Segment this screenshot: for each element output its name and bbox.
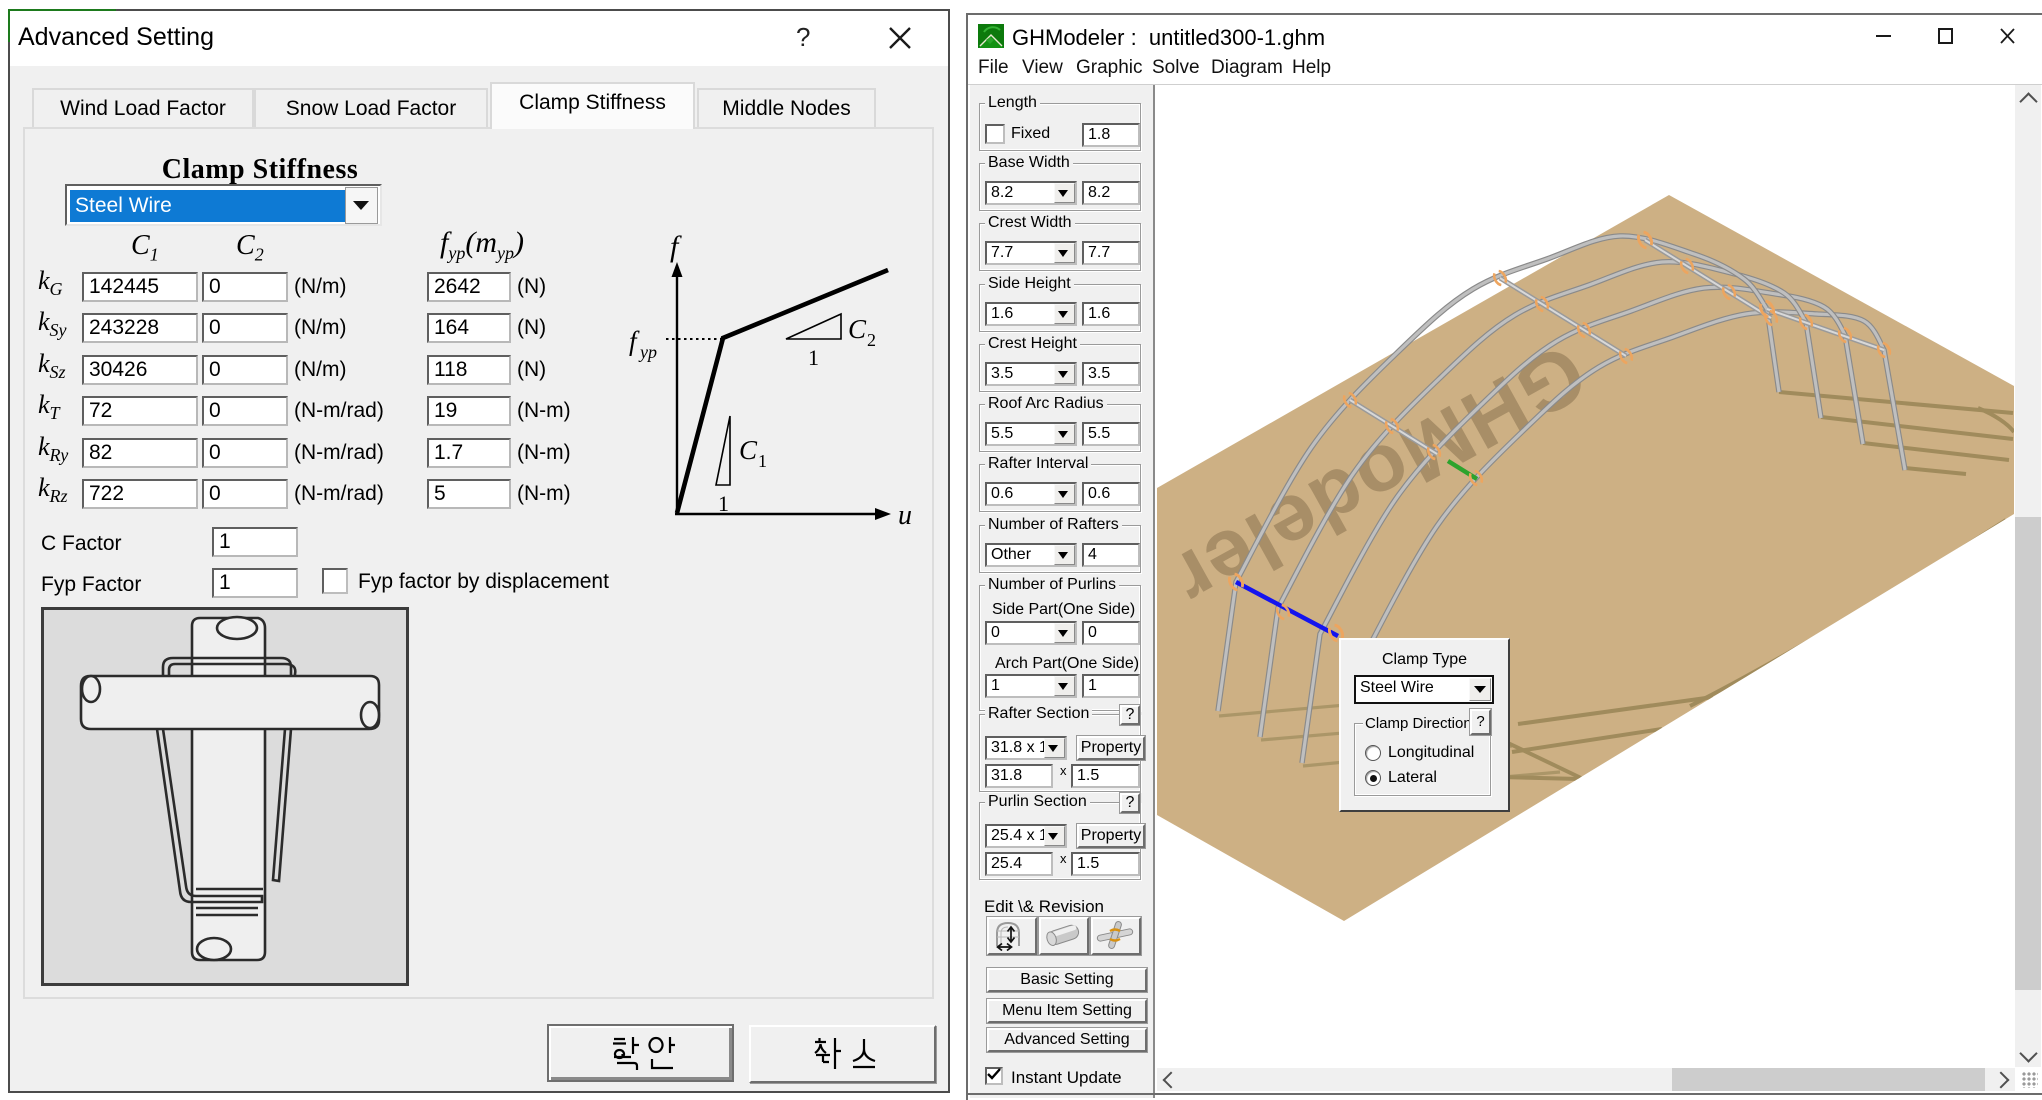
svg-text:f: f (670, 230, 682, 263)
svg-text:1: 1 (758, 451, 767, 471)
svg-text:1: 1 (718, 491, 729, 516)
svg-text:yp: yp (638, 342, 657, 362)
svg-text:2: 2 (867, 330, 876, 350)
svg-text:u: u (898, 500, 912, 531)
svg-text:f: f (629, 326, 640, 356)
svg-text:C: C (739, 435, 758, 465)
svg-text:C: C (848, 314, 867, 344)
svg-text:1: 1 (808, 345, 819, 370)
